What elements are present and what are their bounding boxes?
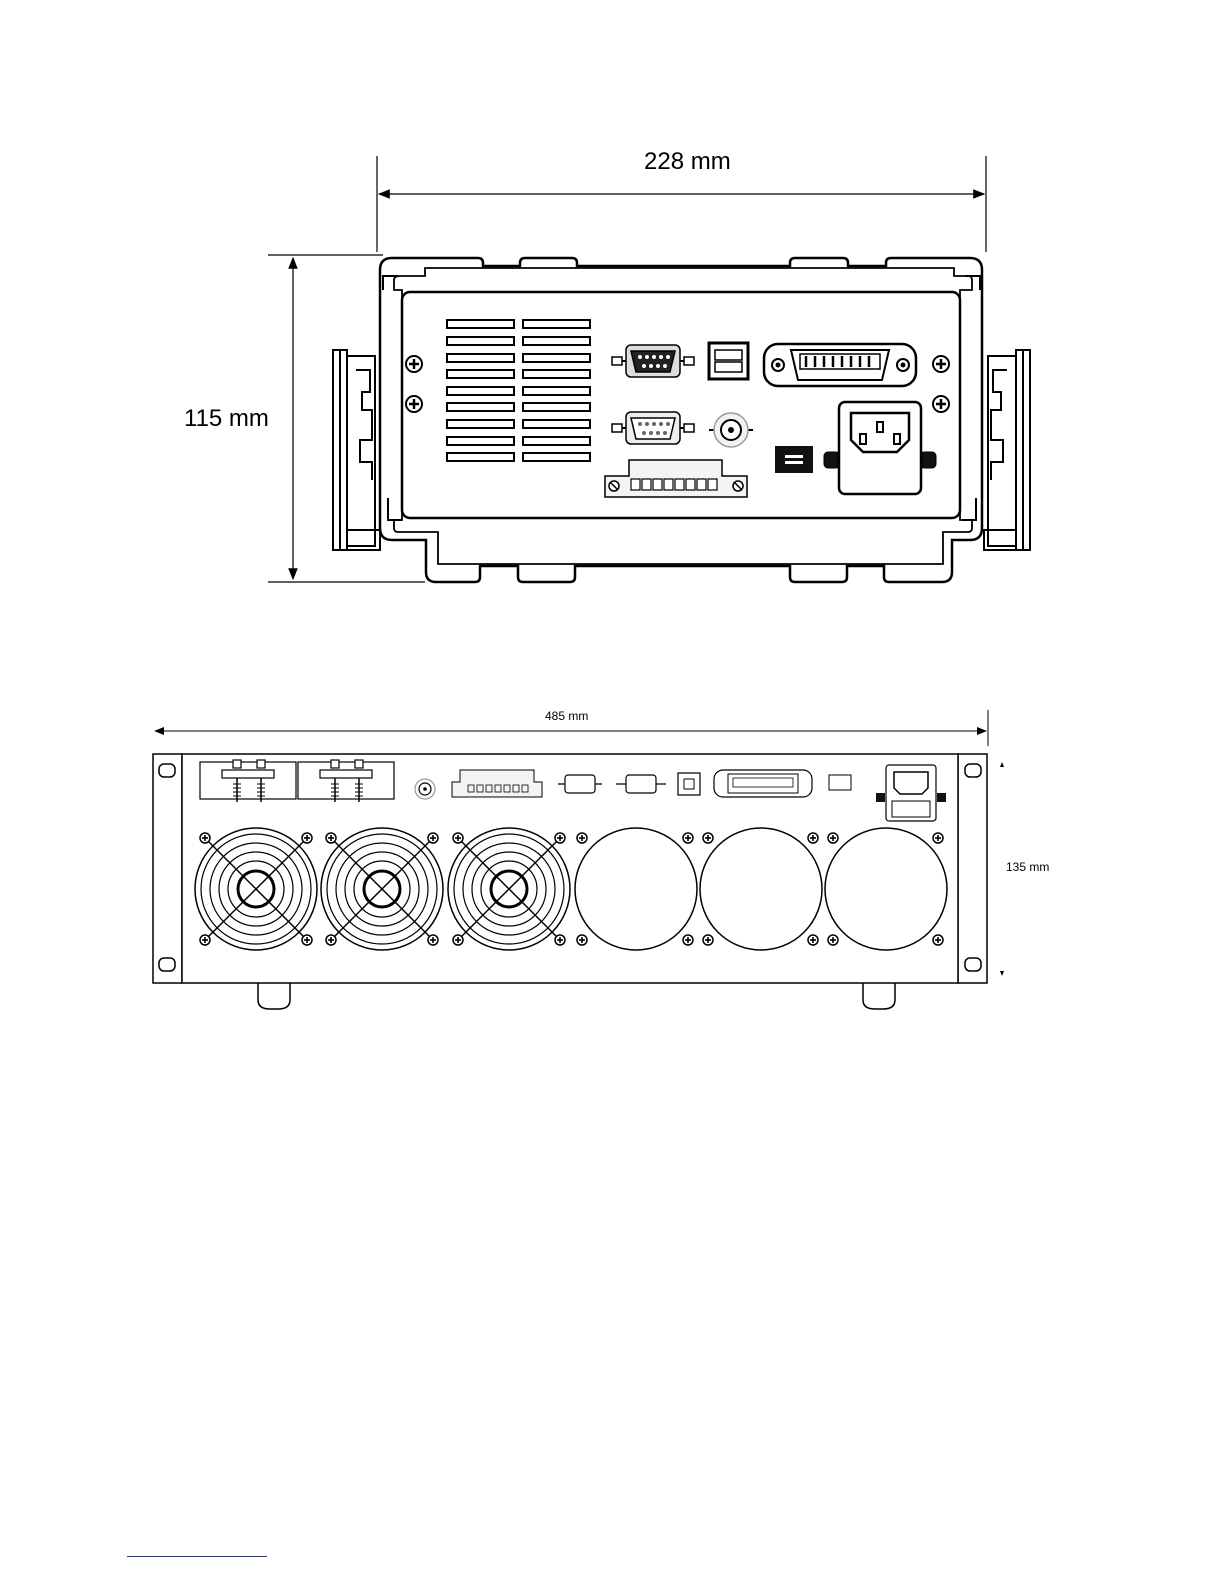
power-switch-icon (775, 446, 813, 473)
panel-screw-icon (406, 396, 422, 412)
usb-port-icon (709, 343, 748, 379)
ac-power-inlet-icon (824, 402, 936, 494)
footnote-rule (127, 1556, 267, 1557)
panel-screw-icon (933, 356, 949, 372)
panel-screw-icon (933, 396, 949, 412)
left-side-handle (333, 350, 380, 550)
panel-screw-icon (406, 356, 422, 372)
right-side-handle (984, 350, 1030, 550)
gpib-connector-icon (764, 344, 916, 386)
diagram2-rack-rear-view (153, 710, 1004, 1009)
